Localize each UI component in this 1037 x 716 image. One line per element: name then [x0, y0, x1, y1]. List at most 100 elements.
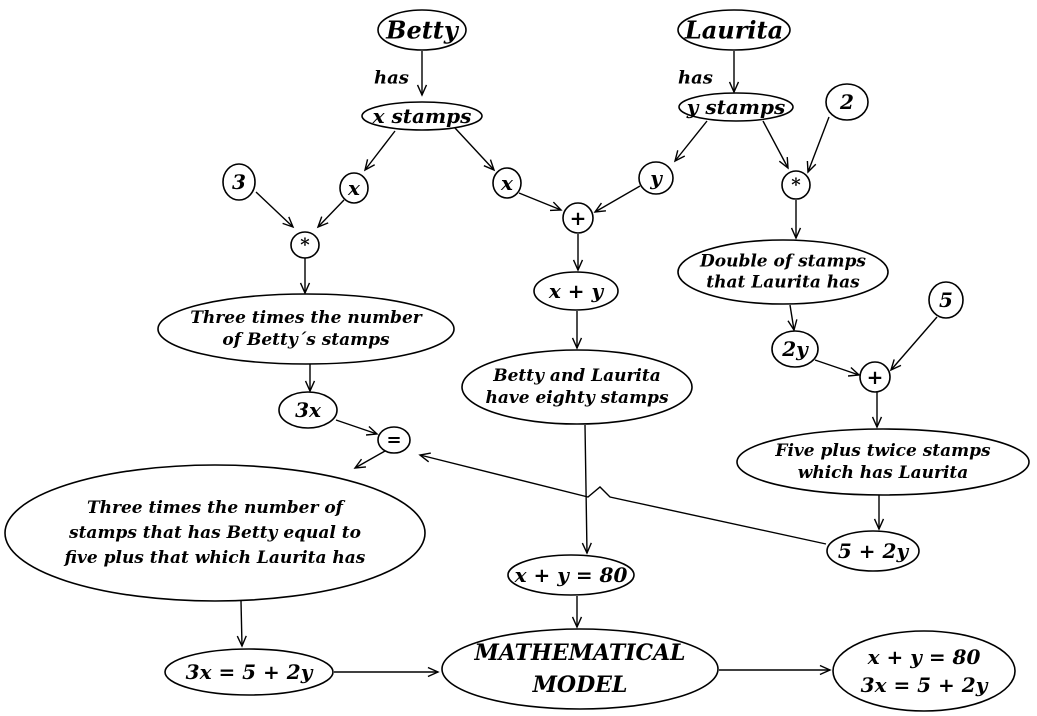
- node-equals-label: =: [386, 430, 401, 451]
- node-three-label: 3: [232, 170, 246, 194]
- arrow-head: [873, 518, 885, 531]
- node-plus-right-label: +: [867, 365, 884, 389]
- arrow-head: [418, 452, 431, 463]
- node-equals-ellipse: [377, 426, 411, 454]
- arrow-head: [581, 542, 592, 555]
- node-five-plus-twice-ellipse: [736, 428, 1030, 496]
- arrow-head: [571, 616, 583, 629]
- node-three-times-label: Three times the number: [190, 308, 422, 328]
- edge-arrow: [416, 51, 428, 97]
- edge-line: [419, 454, 827, 545]
- arrow-head: [282, 216, 295, 229]
- edge-arrow: [316, 199, 345, 229]
- node-x-mid-label: x: [500, 171, 514, 195]
- edge-arrow: [418, 452, 827, 545]
- arrow-head: [593, 202, 607, 213]
- node-two-y-ellipse: [771, 330, 819, 368]
- node-five: 5: [928, 281, 964, 319]
- node-x-stamps: x stamps: [361, 101, 483, 131]
- node-five-plus-twice-label: Five plus twice stamps: [774, 441, 991, 461]
- node-betty: Betty: [377, 9, 467, 51]
- node-three-times-ellipse: [157, 293, 455, 365]
- node-laurita-label: Laurita: [684, 16, 783, 45]
- node-x-stamps-label: x stamps: [372, 104, 472, 128]
- arrow-head: [571, 337, 583, 350]
- node-x-mid: x: [492, 167, 522, 199]
- edge-line: [317, 199, 345, 228]
- node-two-y-label: 2y: [781, 337, 809, 361]
- edge-line: [807, 116, 830, 173]
- node-three-ellipse: [222, 163, 256, 201]
- node-three-times-equal-label: five plus that which Laurita has: [64, 548, 366, 568]
- node-five-plus-two-y: 5 + 2y: [826, 530, 920, 572]
- edge-arrow: [353, 450, 386, 469]
- node-x-plus-y-ellipse: [533, 271, 619, 311]
- arrow-head: [483, 159, 496, 172]
- edge-line: [789, 304, 795, 331]
- node-five-plus-two-y-label: 5 + 2y: [838, 539, 910, 563]
- arrow-head: [365, 425, 379, 436]
- node-three-times-equal-label: Three times the number of: [87, 498, 346, 518]
- node-five-plus-twice-label: which has Laurita: [798, 463, 969, 483]
- node-x-plus-y: x + y: [533, 271, 619, 311]
- arrow-head: [787, 319, 798, 332]
- node-y-mid: y: [638, 161, 674, 195]
- node-three-x: 3x: [278, 391, 338, 429]
- edge-line: [364, 130, 396, 171]
- arrow-head: [236, 635, 247, 648]
- edge-arrow: [454, 127, 496, 172]
- node-y-stamps-label: y stamps: [686, 95, 785, 119]
- edge-arrow: [871, 392, 883, 429]
- edge-line: [594, 185, 641, 213]
- node-three-times-equal: Three times the number of stamps that has…: [4, 464, 426, 602]
- node-mult-right-ellipse: [781, 170, 811, 200]
- node-double-label: that Laurita has: [706, 273, 860, 293]
- node-two-label: 2: [839, 90, 854, 114]
- edge-line: [584, 424, 588, 554]
- node-plus-right: +: [859, 361, 891, 393]
- edge-arrow: [806, 116, 830, 174]
- edge-arrow: [787, 304, 798, 332]
- edge-line: [255, 191, 294, 228]
- edge-arrow: [790, 200, 802, 240]
- edge-line: [240, 600, 243, 647]
- edge-arrow: [334, 666, 440, 678]
- edge-arrow: [762, 120, 789, 170]
- node-plus-mid: +: [562, 202, 594, 234]
- arrow-head: [819, 664, 832, 676]
- node-laurita: Laurita: [677, 9, 791, 51]
- edge-arrow: [304, 364, 316, 393]
- node-three-x-ellipse: [278, 391, 338, 429]
- arrow-head: [363, 159, 376, 172]
- node-math-model: MATHEMATICAL MODEL: [441, 628, 719, 710]
- node-y-stamps: y stamps: [678, 92, 794, 122]
- node-system-label: x + y = 80: [867, 645, 981, 669]
- edge-line: [814, 359, 860, 376]
- edge-line: [518, 192, 562, 211]
- edge-arrow: [889, 316, 938, 372]
- node-mult-left-label: *: [300, 235, 310, 256]
- node-math-model-label: MODEL: [532, 672, 628, 698]
- node-mult-left-ellipse: [290, 231, 320, 259]
- edge-line: [454, 127, 495, 171]
- node-three-times-equal-label: stamps that has Betty equal to: [68, 523, 361, 543]
- arrow-head: [316, 216, 329, 229]
- arrow-head: [847, 367, 861, 377]
- node-double-label: Double of stamps: [699, 252, 866, 272]
- node-betty-laurita-label: Betty and Laurita: [492, 366, 660, 386]
- node-eq-3x-ellipse: [164, 648, 334, 696]
- edge-line: [335, 419, 378, 435]
- node-eq-80-label: x + y = 80: [514, 563, 628, 587]
- edge-line: [890, 316, 938, 371]
- edge-arrow: [814, 359, 861, 377]
- node-eq-80: x + y = 80: [507, 554, 635, 596]
- node-betty-laurita-label: have eighty stamps: [485, 388, 668, 408]
- node-math-model-label: MATHEMATICAL: [473, 640, 685, 666]
- arrow-head: [871, 416, 883, 429]
- node-x-left-ellipse: [339, 172, 369, 204]
